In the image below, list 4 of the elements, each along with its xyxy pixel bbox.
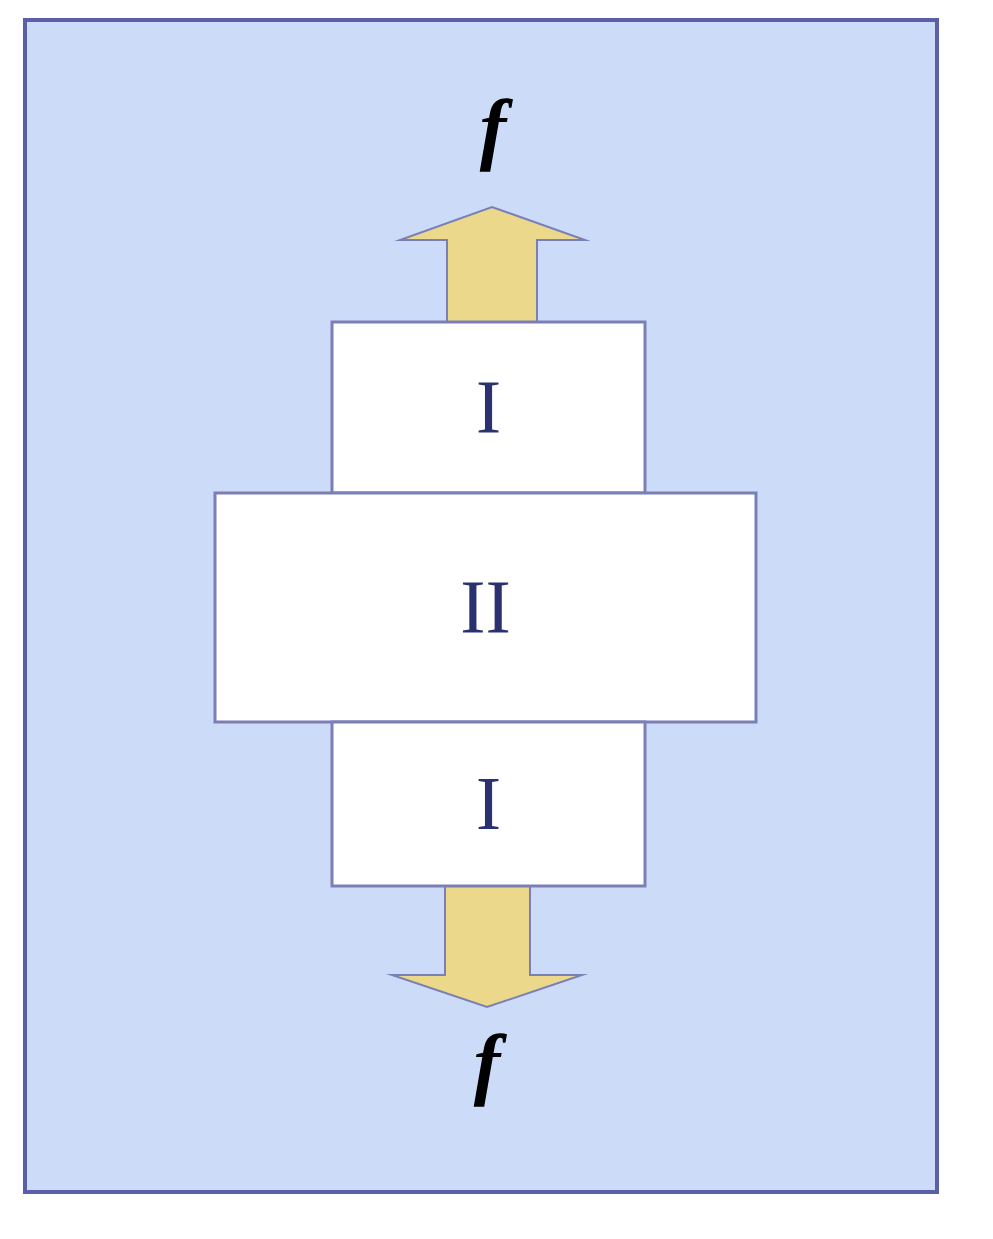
layer-box: I [330, 720, 647, 888]
layer-box: I [330, 320, 647, 495]
force-label: f [473, 1033, 507, 1107]
force-label: f [479, 98, 513, 172]
